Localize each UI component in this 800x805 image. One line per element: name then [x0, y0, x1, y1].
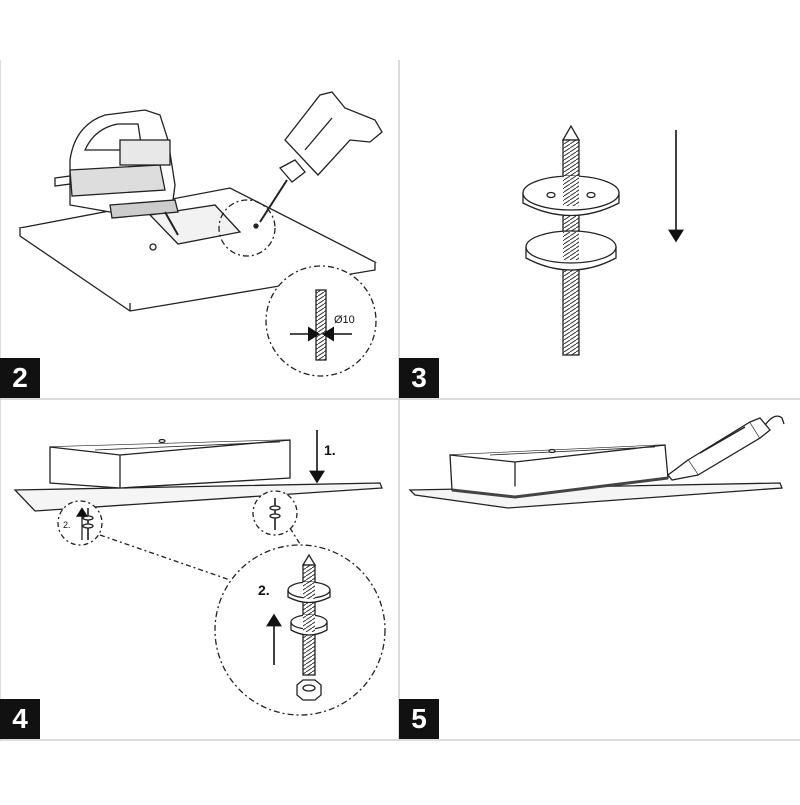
drill-bit-icon	[290, 289, 352, 361]
step-1-label: 1.	[324, 442, 336, 458]
step-number-3: 3	[399, 358, 439, 398]
silicone-gun-icon	[667, 415, 785, 481]
glass-shelf	[13, 482, 383, 512]
countertop-board	[18, 187, 378, 312]
panel-step-2	[18, 91, 383, 377]
drill-spot-callout	[218, 199, 276, 257]
panel-step-4	[13, 430, 386, 716]
detail-upper-washer-icon	[287, 581, 331, 604]
step-number-4: 4	[0, 699, 40, 739]
power-drill-icon	[259, 91, 383, 223]
drill-hole	[149, 243, 157, 251]
step-2-detail-label: 2.	[258, 582, 270, 598]
left-fixing-callout	[57, 500, 103, 546]
panel-step-5	[408, 415, 785, 509]
panel-grid	[0, 60, 800, 741]
cutout-outline	[148, 204, 242, 245]
hex-nut-icon	[296, 679, 322, 701]
sink-basin-icon	[49, 438, 291, 489]
jigsaw-icon	[54, 109, 179, 236]
step-2-small-label: 2.	[63, 520, 71, 530]
drill-diameter-label: Ø10	[334, 314, 355, 326]
sink-basin-5-icon	[449, 444, 669, 499]
upper-washer-icon	[522, 175, 620, 217]
detail-lower-washer-icon	[290, 614, 328, 636]
step-number-5: 5	[399, 699, 439, 739]
lower-washer-icon	[525, 230, 617, 271]
step-number-2: 2	[0, 358, 40, 398]
panel-step-3	[522, 124, 684, 356]
